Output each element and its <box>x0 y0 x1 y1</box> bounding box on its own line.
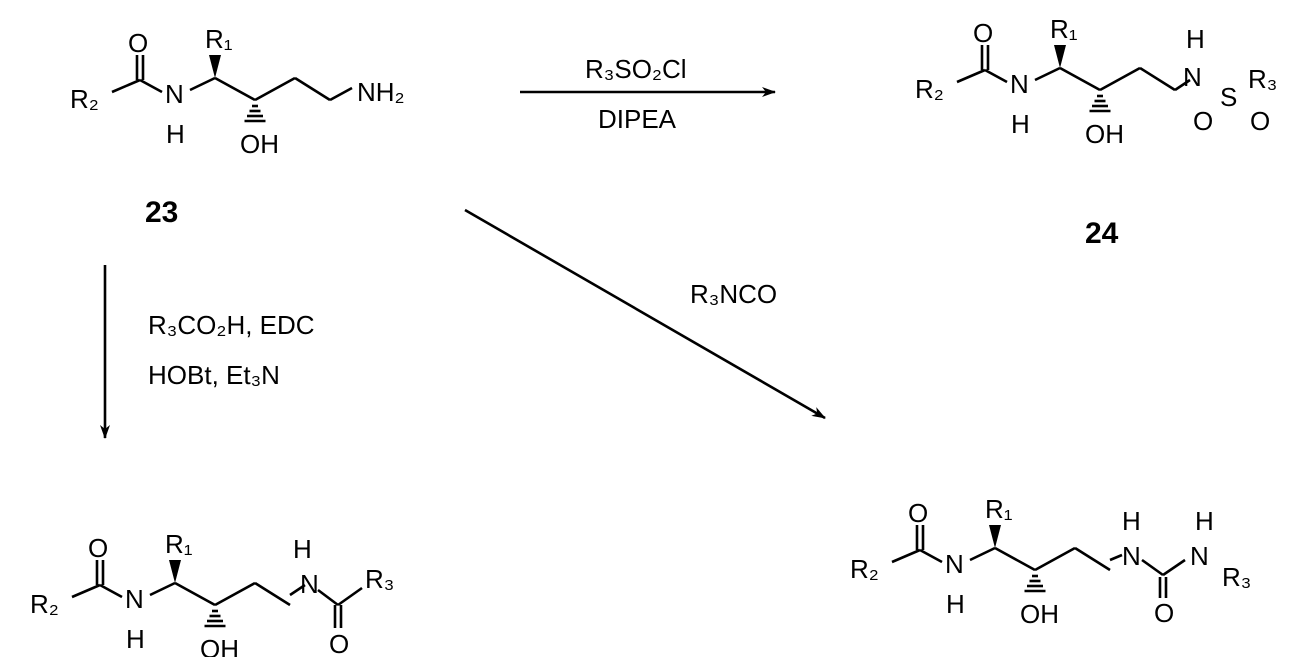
bond <box>330 88 352 100</box>
reagent-label: R₃NCO <box>690 279 777 309</box>
bond <box>255 78 295 100</box>
bond <box>1035 548 1075 570</box>
amide-n: N <box>1010 69 1029 99</box>
compound-number-23: 23 <box>145 196 178 229</box>
bond <box>1163 560 1185 575</box>
bond <box>1035 68 1060 80</box>
r2-label: R₂ <box>30 589 59 619</box>
arrow-urea <box>465 210 825 418</box>
carbonyl-o: O <box>88 533 108 563</box>
n-label: N <box>300 569 319 599</box>
bond <box>215 78 255 100</box>
hydroxyl-label: OH <box>240 129 279 159</box>
carbonyl-o: O <box>128 28 148 58</box>
bond <box>338 588 362 605</box>
r2-label: R₂ <box>915 74 944 104</box>
bond <box>318 590 338 605</box>
bond <box>150 583 175 595</box>
amide-h: H <box>126 624 145 654</box>
s-label: S <box>1220 82 1237 112</box>
r3-label: R₃ <box>1248 64 1277 94</box>
amide-h: H <box>1011 109 1030 139</box>
carbonyl-o: O <box>1154 598 1174 628</box>
compound-number-24: 24 <box>1085 217 1119 250</box>
bond <box>920 550 942 562</box>
amide-n: N <box>165 79 184 109</box>
urea-product-structure: O R₁ R₂ NH OH <box>850 494 1110 629</box>
carbonyl-o: O <box>973 18 993 48</box>
bond <box>295 78 330 100</box>
bond <box>175 583 215 605</box>
r3-label: R₃ <box>1222 562 1251 592</box>
bond <box>255 583 290 605</box>
bond <box>112 80 140 92</box>
n-label: N <box>1122 541 1141 571</box>
bond <box>957 70 985 82</box>
n-label: N <box>1183 62 1202 92</box>
sulfonyl-o-left: O <box>1193 106 1213 136</box>
amide-h: H <box>946 589 965 619</box>
base-label: DIPEA <box>598 104 677 134</box>
wedge-bond <box>169 560 181 583</box>
bond <box>1075 548 1110 570</box>
bond <box>970 548 995 560</box>
bond <box>100 585 122 597</box>
r1-label: R₁ <box>165 529 193 559</box>
bond <box>985 70 1007 82</box>
bond <box>215 583 255 605</box>
wedge-bond <box>1054 45 1066 68</box>
bond <box>190 78 215 90</box>
bond <box>140 80 162 92</box>
sulfonyl-o-right: O <box>1250 106 1270 136</box>
bond <box>1110 555 1122 560</box>
wedge-bond <box>989 525 1001 548</box>
r1-label: R₁ <box>205 24 233 54</box>
reagent-label: R₃CO₂H, EDC <box>148 310 315 340</box>
bond <box>1140 68 1175 90</box>
bond <box>892 550 920 562</box>
amide-n: N <box>945 549 964 579</box>
hydroxyl-label: OH <box>1020 599 1059 629</box>
reagent-label: R₃SO₂Cl <box>585 54 687 84</box>
bond <box>995 548 1035 570</box>
nh2-label: NH₂ <box>357 77 405 107</box>
r2-label: R₂ <box>70 84 99 114</box>
r3-label: R₃ <box>365 564 394 594</box>
nh-h-label: H <box>1186 24 1205 54</box>
reagent-label: HOBt, Et₃N <box>148 360 280 390</box>
bond <box>1100 68 1140 90</box>
carbonyl-o: O <box>908 498 928 528</box>
amide-n: N <box>125 584 144 614</box>
nh-h-label: H <box>293 534 312 564</box>
nh-h-label: H <box>1122 506 1141 536</box>
r1-label: R₁ <box>985 494 1013 524</box>
nh-h-label: H <box>1195 506 1214 536</box>
wedge-bond <box>209 55 221 78</box>
hydroxyl-label: OH <box>200 634 239 657</box>
hydroxyl-label: OH <box>1085 119 1124 149</box>
bond <box>1142 560 1163 575</box>
compound-24-structure: O R₁ R₂ NH OH <box>915 14 1175 149</box>
n-label: N <box>1190 541 1209 571</box>
bond <box>1060 68 1100 90</box>
r2-label: R₂ <box>850 554 879 584</box>
amide-product-structure: O R₁ R₂ NH OH <box>30 529 290 657</box>
bond <box>72 585 100 597</box>
amide-h: H <box>166 119 185 149</box>
r1-label: R₁ <box>1050 14 1078 44</box>
carbonyl-o: O <box>329 629 349 657</box>
compound-23-structure: O R₁ R₂ NH OH <box>70 24 330 159</box>
